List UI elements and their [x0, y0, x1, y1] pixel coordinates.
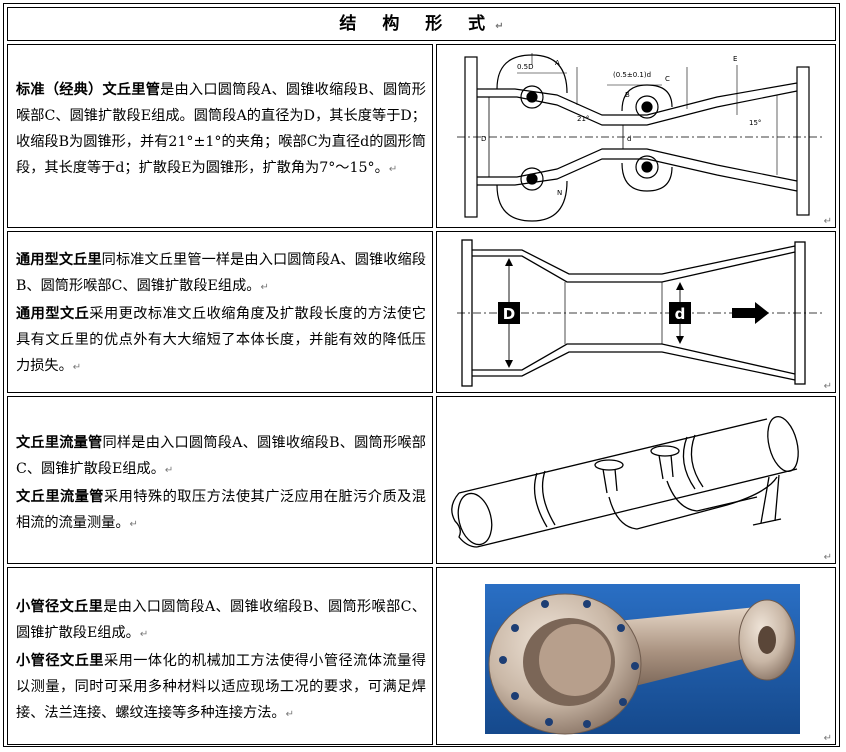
- small-bore-venturi-photo: [485, 584, 800, 735]
- cell-end-mark: ↵: [823, 216, 832, 227]
- description-cell: 标准（经典）文丘里管是由入口圆筒段A、圆锥收缩段B、圆筒形喉部C、圆锥扩散段E组…: [7, 44, 433, 228]
- term-text: 同标准文丘里管一样是由入口圆筒段A、圆锥收缩段B、圆筒形喉部C、圆锥扩散段E组成…: [16, 252, 426, 294]
- description-cell: 文丘里流量管同样是由入口圆筒段A、圆锥收缩段B、圆筒形喉部C、圆锥扩散段E组成。…: [7, 396, 433, 564]
- svg-text:C: C: [665, 75, 670, 83]
- cell-end-mark: ↵: [823, 381, 832, 392]
- description-text: 文丘里流量管同样是由入口圆筒段A、圆锥收缩段B、圆筒形喉部C、圆锥扩散段E组成。…: [16, 430, 426, 538]
- figure-cell: ↵: [436, 396, 836, 564]
- header-title: 结 构 形 式: [339, 14, 496, 34]
- paragraph-mark: ↵: [129, 519, 138, 530]
- svg-text:D: D: [503, 305, 515, 323]
- term-text: 采用更改标准文丘收缩角度及扩散段长度的方法使它具有文丘里的优点外有大大缩短了本体…: [16, 306, 426, 374]
- term-bold: 标准（经典）文丘里管: [16, 82, 161, 98]
- term-text: 采用一体化的机械加工方法使得小管径流体流量得以测量，同时可采用多种材料以适应现场…: [16, 653, 426, 721]
- description-text: 标准（经典）文丘里管是由入口圆筒段A、圆锥收缩段B、圆筒形喉部C、圆锥扩散段E组…: [16, 77, 426, 183]
- svg-text:d: d: [627, 135, 631, 143]
- paragraph-mark: ↵: [388, 164, 398, 175]
- row-universal-venturi: 通用型文丘里同标准文丘里管一样是由入口圆筒段A、圆锥收缩段B、圆筒形喉部C、圆锥…: [7, 231, 836, 393]
- svg-text:A: A: [555, 59, 560, 67]
- svg-text:B: B: [625, 91, 630, 99]
- paragraph-mark: ↵: [260, 282, 269, 293]
- term-text: 是由入口圆筒段A、圆锥收缩段B、圆筒形喉部C、圆锥扩散段E组成。: [16, 599, 426, 641]
- description-cell: 小管径文丘里是由入口圆筒段A、圆锥收缩段B、圆筒形喉部C、圆锥扩散段E组成。↵ …: [7, 567, 433, 745]
- paragraph-mark: ↵: [72, 362, 82, 373]
- classic-venturi-drawing: A B C E 21° 15° (0.5±0.1)d 0.5D D d N: [457, 53, 822, 222]
- svg-text:D: D: [481, 135, 486, 143]
- structure-table: 结 构 形 式↵ 标准（经典）文丘里管是由入口圆筒段A、圆锥收缩段B、圆筒形喉部…: [3, 3, 840, 747]
- figure-cell: ↵: [436, 567, 836, 745]
- cell-end-mark: ↵: [823, 733, 832, 744]
- description-cell: 通用型文丘里同标准文丘里管一样是由入口圆筒段A、圆锥收缩段B、圆筒形喉部C、圆锥…: [7, 231, 433, 393]
- term-text: 同样是由入口圆筒段A、圆锥收缩段B、圆筒形喉部C、圆锥扩散段E组成。: [16, 435, 426, 477]
- term-bold: 通用型文丘里: [16, 252, 102, 268]
- venturi-flow-tube-sketch: [451, 415, 799, 548]
- paragraph-mark: ↵: [164, 465, 174, 476]
- cell-end-mark: ↵: [823, 552, 832, 563]
- paragraph-mark: ↵: [495, 21, 504, 32]
- svg-text:E: E: [733, 55, 737, 63]
- term-text: 采用特殊的取压方法使其广泛应用在脏污介质及混相流的流量测量。: [16, 489, 426, 531]
- svg-text:0.5D: 0.5D: [517, 63, 534, 71]
- term-text: 是由入口圆筒段A、圆锥收缩段B、圆筒形喉部C、圆锥扩散段E组成。圆筒段A的直径为…: [16, 82, 426, 176]
- svg-text:N: N: [557, 189, 562, 197]
- paragraph-mark: ↵: [285, 709, 294, 720]
- figure-cell: A B C E 21° 15° (0.5±0.1)d 0.5D D d N ↵: [436, 44, 836, 228]
- description-text: 通用型文丘里同标准文丘里管一样是由入口圆筒段A、圆锥收缩段B、圆筒形喉部C、圆锥…: [16, 247, 426, 381]
- term-bold: 文丘里流量管: [16, 435, 103, 451]
- svg-text:21°: 21°: [577, 115, 589, 123]
- term-bold: 通用型文丘: [16, 306, 90, 322]
- description-text: 小管径文丘里是由入口圆筒段A、圆锥收缩段B、圆筒形喉部C、圆锥扩散段E组成。↵ …: [16, 594, 426, 728]
- row-flow-tube: 文丘里流量管同样是由入口圆筒段A、圆锥收缩段B、圆筒形喉部C、圆锥扩散段E组成。…: [7, 396, 836, 564]
- term-bold: 小管径文丘里: [16, 653, 104, 669]
- row-small-bore-venturi: 小管径文丘里是由入口圆筒段A、圆锥收缩段B、圆筒形喉部C、圆锥扩散段E组成。↵ …: [7, 567, 836, 745]
- svg-text:(0.5±0.1)d: (0.5±0.1)d: [613, 71, 651, 79]
- term-bold: 文丘里流量管: [16, 489, 104, 505]
- svg-text:d: d: [675, 305, 686, 323]
- term-bold: 小管径文丘里: [16, 599, 104, 615]
- svg-text:15°: 15°: [749, 119, 761, 127]
- table-header: 结 构 形 式↵: [7, 7, 836, 41]
- row-classic-venturi: 标准（经典）文丘里管是由入口圆筒段A、圆锥收缩段B、圆筒形喉部C、圆锥扩散段E组…: [7, 44, 836, 228]
- figure-cell: D d ↵: [436, 231, 836, 393]
- universal-venturi-drawing: D d: [457, 239, 822, 387]
- paragraph-mark: ↵: [139, 629, 149, 640]
